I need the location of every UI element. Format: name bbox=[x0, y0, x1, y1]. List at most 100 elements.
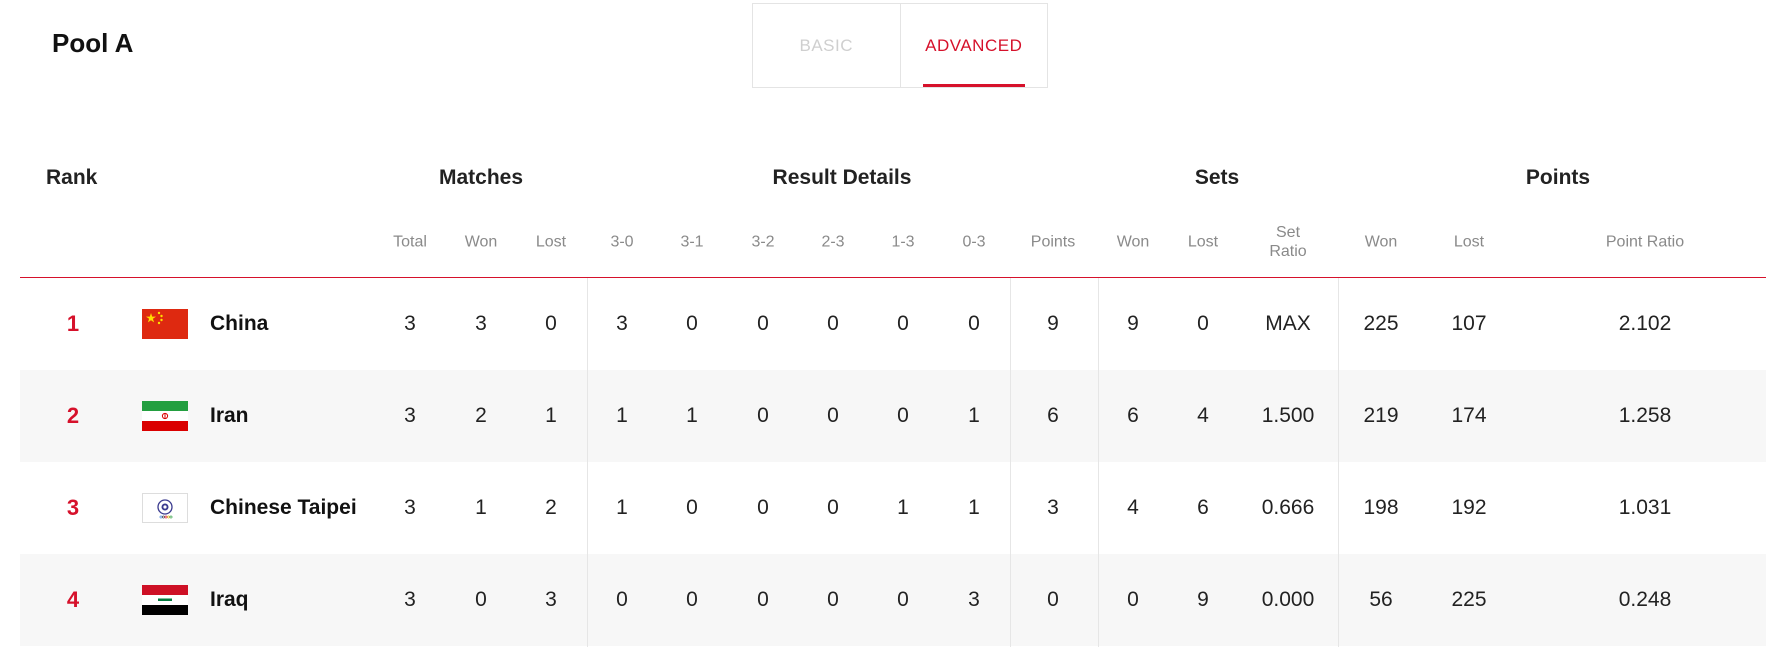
table-row[interactable]: 4 Iraq 3 0 3 0 0 0 0 0 3 0 0 9 0.000 56 … bbox=[20, 554, 1766, 646]
result-0-3-cell: 1 bbox=[968, 404, 980, 427]
result-2-3-cell: 0 bbox=[827, 496, 839, 519]
result-2-3-cell: 0 bbox=[827, 588, 839, 611]
col-header-0-3: 0-3 bbox=[962, 233, 986, 251]
rank-header: Rank bbox=[46, 166, 98, 189]
sets-lost-cell: 4 bbox=[1197, 404, 1209, 427]
col-header-3-0: 3-0 bbox=[610, 233, 634, 251]
col-header-point-ratio: Point Ratio bbox=[1605, 233, 1685, 251]
sets-won-cell: 0 bbox=[1127, 588, 1139, 611]
points-won-cell: 225 bbox=[1363, 312, 1399, 335]
set-ratio-cell: 1.500 bbox=[1261, 404, 1315, 427]
col-header-sets-lost: Lost bbox=[1187, 233, 1219, 251]
total-cell: 3 bbox=[404, 496, 416, 519]
sets-lost-cell: 6 bbox=[1197, 496, 1209, 519]
col-header-sets-won: Won bbox=[1116, 233, 1150, 251]
col-header-total: Total bbox=[393, 233, 427, 251]
points-divider bbox=[1098, 278, 1099, 647]
team-name[interactable]: Chinese Taipei bbox=[210, 496, 357, 519]
total-cell: 3 bbox=[404, 312, 416, 335]
matches-divider bbox=[587, 278, 588, 647]
sets-lost-cell: 9 bbox=[1197, 588, 1209, 611]
points-won-cell: 219 bbox=[1363, 404, 1399, 427]
table-row[interactable]: 1 China 3 3 0 3 0 0 0 0 0 9 9 0 MAX 225 … bbox=[20, 278, 1766, 370]
col-header-3-1: 3-1 bbox=[680, 233, 704, 251]
pool-title: Pool A bbox=[52, 28, 134, 58]
sets-won-cell: 6 bbox=[1127, 404, 1139, 427]
sets-won-cell: 4 bbox=[1127, 496, 1139, 519]
point-ratio-cell: 0.248 bbox=[1618, 588, 1672, 611]
points-header: Points bbox=[1525, 166, 1591, 189]
col-header-points-won: Won bbox=[1364, 233, 1398, 251]
result-3-2-cell: 0 bbox=[757, 312, 769, 335]
points-won-cell: 56 bbox=[1369, 588, 1393, 611]
point-ratio-cell: 2.102 bbox=[1618, 312, 1672, 335]
result-1-3-cell: 1 bbox=[897, 496, 909, 519]
total-cell: 3 bbox=[404, 588, 416, 611]
result-3-1-cell: 0 bbox=[686, 496, 698, 519]
rank-cell: 4 bbox=[66, 587, 80, 612]
result-1-3-cell: 0 bbox=[897, 588, 909, 611]
result-3-1-cell: 0 bbox=[686, 588, 698, 611]
set-ratio-cell: 0.666 bbox=[1261, 496, 1315, 519]
total-cell: 3 bbox=[404, 404, 416, 427]
col-header-won: Won bbox=[464, 233, 498, 251]
points-cell: 6 bbox=[1047, 404, 1059, 427]
result-3-0-cell: 0 bbox=[616, 588, 628, 611]
chinese-taipei-flag-icon bbox=[142, 493, 188, 523]
sets-header: Sets bbox=[1194, 166, 1240, 189]
col-header-1-3: 1-3 bbox=[891, 233, 915, 251]
points-cell: 0 bbox=[1047, 588, 1059, 611]
team-name[interactable]: Iran bbox=[210, 404, 249, 427]
result-3-1-cell: 0 bbox=[686, 312, 698, 335]
tab-basic[interactable]: BASIC bbox=[753, 4, 901, 87]
tab-advanced[interactable]: ADVANCED bbox=[901, 4, 1048, 87]
col-header-points-lost: Lost bbox=[1453, 233, 1485, 251]
result-3-2-cell: 0 bbox=[757, 496, 769, 519]
result-0-3-cell: 0 bbox=[968, 312, 980, 335]
won-cell: 0 bbox=[475, 588, 487, 611]
point-ratio-cell: 1.258 bbox=[1618, 404, 1672, 427]
col-header-set-ratio: Set Ratio bbox=[1269, 223, 1306, 261]
col-header-3-2: 3-2 bbox=[751, 233, 775, 251]
set-ratio-line-1: Set bbox=[1275, 224, 1301, 241]
result-details-divider bbox=[1010, 278, 1011, 647]
points-lost-cell: 192 bbox=[1451, 496, 1487, 519]
point-ratio-cell: 1.031 bbox=[1618, 496, 1672, 519]
header-divider bbox=[20, 277, 1766, 278]
table-row[interactable]: 3 Chinese Taipei 3 1 2 1 0 0 0 1 1 3 4 6 bbox=[20, 462, 1766, 554]
iran-flag-icon bbox=[142, 401, 188, 431]
team-name[interactable]: Iraq bbox=[210, 588, 249, 611]
lost-cell: 0 bbox=[545, 312, 557, 335]
result-3-1-cell: 1 bbox=[686, 404, 698, 427]
rank-cell: 1 bbox=[66, 311, 80, 336]
points-lost-cell: 107 bbox=[1451, 312, 1487, 335]
won-cell: 2 bbox=[475, 404, 487, 427]
china-flag-icon bbox=[142, 309, 188, 339]
result-0-3-cell: 3 bbox=[968, 588, 980, 611]
table-row[interactable]: 2 Iran 3 2 1 1 1 0 0 0 1 6 6 4 1.500 219… bbox=[20, 370, 1766, 462]
points-won-cell: 198 bbox=[1363, 496, 1399, 519]
points-lost-cell: 225 bbox=[1451, 588, 1487, 611]
lost-cell: 1 bbox=[545, 404, 557, 427]
sets-divider bbox=[1338, 278, 1339, 647]
result-2-3-cell: 0 bbox=[827, 312, 839, 335]
points-cell: 9 bbox=[1047, 312, 1059, 335]
rank-cell: 3 bbox=[66, 495, 80, 520]
iraq-flag-icon bbox=[142, 585, 188, 615]
set-ratio-cell: 0.000 bbox=[1261, 588, 1315, 611]
col-header-lost: Lost bbox=[535, 233, 567, 251]
result-3-0-cell: 1 bbox=[616, 496, 628, 519]
result-details-header: Result Details bbox=[772, 166, 912, 189]
result-1-3-cell: 0 bbox=[897, 312, 909, 335]
set-ratio-cell: MAX bbox=[1265, 312, 1311, 335]
lost-cell: 2 bbox=[545, 496, 557, 519]
points-cell: 3 bbox=[1047, 496, 1059, 519]
col-header-points: Points bbox=[1030, 233, 1076, 251]
rank-cell: 2 bbox=[66, 403, 80, 428]
sets-lost-cell: 0 bbox=[1197, 312, 1209, 335]
result-3-2-cell: 0 bbox=[757, 588, 769, 611]
team-name[interactable]: China bbox=[210, 312, 269, 335]
result-3-2-cell: 0 bbox=[757, 404, 769, 427]
won-cell: 1 bbox=[475, 496, 487, 519]
result-3-0-cell: 3 bbox=[616, 312, 628, 335]
